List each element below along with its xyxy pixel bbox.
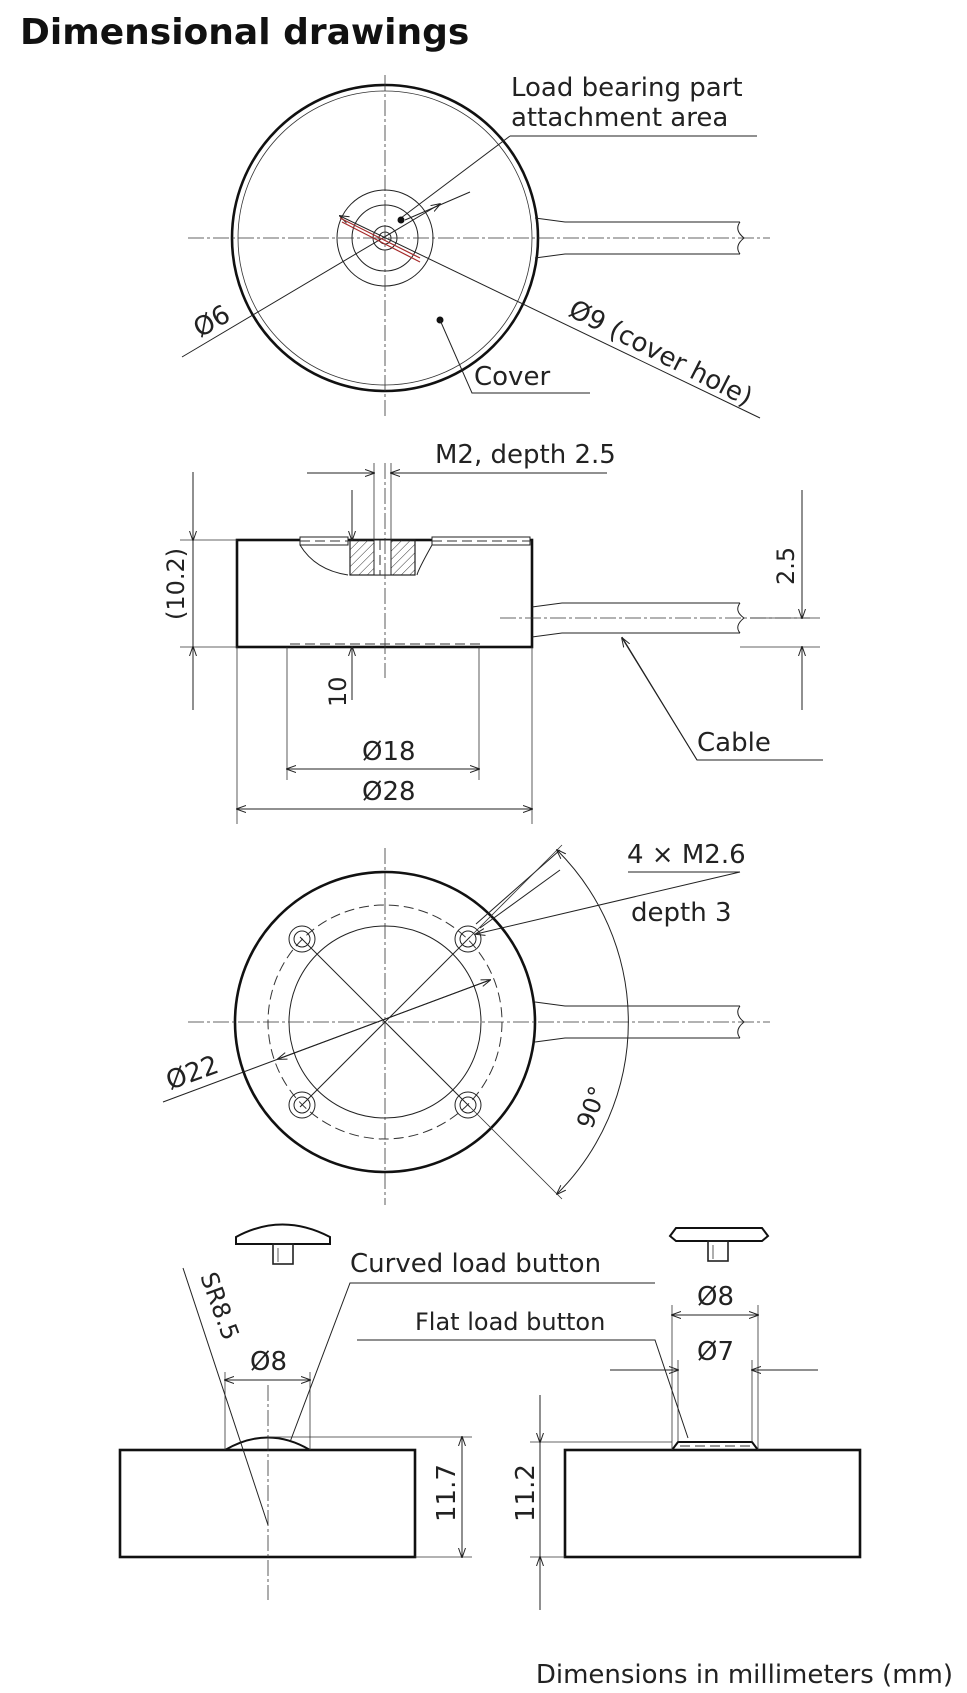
holes-leader-b bbox=[479, 869, 561, 929]
label-curved: Curved load button bbox=[350, 1249, 601, 1279]
flat-label-leader bbox=[357, 1339, 689, 1439]
angle-ext-lower bbox=[467, 1104, 563, 1200]
side-view: M2, depth 2.5 (10.2) 10 2.5 Cable bbox=[162, 440, 823, 824]
dim-cover-hole: Ø9 (cover hole) bbox=[564, 295, 757, 413]
label-holes-line2: depth 3 bbox=[631, 898, 731, 928]
mounting-hole-inner bbox=[293, 1096, 311, 1114]
dim-curved-height: 11.7 bbox=[432, 1464, 462, 1522]
mounting-hole bbox=[288, 925, 316, 953]
angle-ext-upper bbox=[467, 844, 563, 940]
dim-height: (10.2) bbox=[162, 548, 190, 620]
dim-outer-dia: Ø28 bbox=[362, 777, 416, 807]
flat-button-icon bbox=[668, 1227, 770, 1262]
curved-load-button bbox=[224, 1436, 311, 1451]
mounting-hole-inner bbox=[459, 1096, 477, 1114]
cover-hole-dimension-line bbox=[340, 216, 761, 419]
cover-leader bbox=[439, 319, 590, 394]
dim-curved-dia: Ø8 bbox=[250, 1347, 287, 1377]
hole-dimension-line bbox=[181, 204, 440, 358]
curved-label-leader bbox=[289, 1282, 655, 1443]
cover-section bbox=[299, 536, 531, 576]
page-title: Dimensional drawings bbox=[20, 12, 470, 53]
mounting-hole bbox=[288, 1091, 316, 1119]
radius-leader bbox=[182, 1267, 269, 1526]
units-footnote: Dimensions in millimeters (mm) bbox=[536, 1660, 953, 1690]
label-holes-line1: 4 × M2.6 bbox=[627, 840, 746, 870]
side-view-cable bbox=[500, 602, 810, 638]
bottom-view: 4 × M2.6 depth 3 Ø22 90° bbox=[162, 840, 770, 1205]
curved-button-icon bbox=[235, 1223, 331, 1265]
dim-cable-offset: 2.5 bbox=[772, 547, 800, 585]
mounting-holes bbox=[288, 925, 482, 1119]
holes-leader-c bbox=[475, 849, 561, 925]
holes-leader bbox=[476, 871, 741, 934]
mounting-hole bbox=[454, 925, 482, 953]
dim-body: 10 bbox=[324, 676, 352, 707]
dim-flat-height: 11.2 bbox=[511, 1464, 541, 1522]
red-arrow-a bbox=[339, 217, 421, 259]
red-arrow-b bbox=[341, 221, 421, 263]
pcd-arrow-back bbox=[278, 979, 491, 1059]
top-view: Load bearing part attachment area Cover … bbox=[181, 73, 770, 419]
dim-flat-inner: Ø7 bbox=[697, 1337, 734, 1367]
cable-leader-arrow bbox=[622, 638, 698, 761]
dim-radius: SR8.5 bbox=[194, 1268, 244, 1343]
angle-arc bbox=[557, 850, 629, 1194]
label-attachment-line1: Load bearing part bbox=[511, 73, 743, 103]
dim-hole: Ø6 bbox=[189, 300, 236, 344]
label-flat: Flat load button bbox=[415, 1308, 605, 1336]
dim-flat-outer: Ø8 bbox=[697, 1282, 734, 1312]
label-attachment-line2: attachment area bbox=[511, 103, 728, 133]
flat-assembly-body bbox=[563, 1448, 862, 1559]
load-buttons: Ø8 SR8.5 Curved load button 11.7 Ø8 Ø7 F… bbox=[118, 1223, 862, 1610]
label-cover: Cover bbox=[474, 362, 550, 392]
flat-load-button bbox=[671, 1441, 759, 1451]
dim-pcd: Ø22 bbox=[162, 1050, 223, 1097]
thread-bore bbox=[373, 539, 392, 576]
curved-assembly-body bbox=[118, 1448, 417, 1559]
dim-inner-dia: Ø18 bbox=[362, 737, 416, 767]
label-cable: Cable bbox=[697, 728, 771, 758]
top-view-cable bbox=[534, 217, 745, 259]
label-thread: M2, depth 2.5 bbox=[435, 440, 616, 470]
attachment-area-leader-diag bbox=[400, 135, 511, 219]
mounting-hole-inner bbox=[459, 930, 477, 948]
mounting-hole-inner bbox=[293, 930, 311, 948]
attachment-area-dot bbox=[397, 216, 405, 224]
diagonal-b bbox=[299, 936, 471, 1108]
mounting-hole bbox=[454, 1091, 482, 1119]
